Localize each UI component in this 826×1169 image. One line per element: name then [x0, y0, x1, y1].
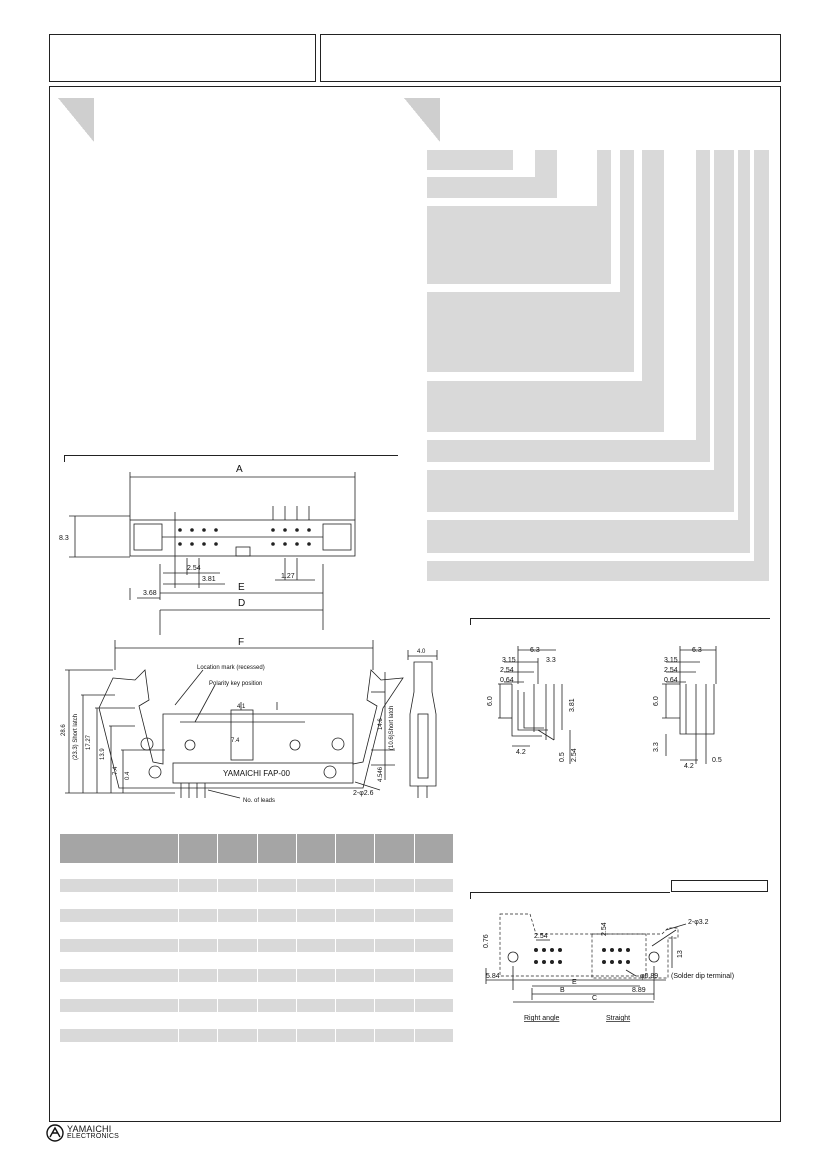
polarity-key-label: Polarity key position [209, 681, 262, 687]
pcb-8-89: 8.89 [632, 987, 646, 994]
dim-3-81: 3.81 [202, 576, 216, 583]
ra-6-0: 6.0 [487, 696, 494, 706]
dim-13-9: 13.9 [100, 748, 106, 760]
pcb-13: 13 [677, 950, 684, 958]
table-row [60, 969, 455, 983]
lead-drawing-right-angle: 6.3 3.15 3.3 2.54 0.64 6.0 3.81 4.2 0.5 … [487, 646, 578, 764]
connector-drawing: A E D F 8.3 2.54 3.81 1.27 3.68 Location… [59, 464, 438, 804]
brand-logo-mark [46, 1124, 64, 1142]
header-box-right [320, 34, 781, 82]
st-6-0: 6.0 [653, 696, 660, 706]
brand-name: YAMAICHI [67, 1124, 112, 1134]
dim-8-3: 8.3 [59, 535, 69, 542]
ra-4-2: 4.2 [516, 749, 526, 756]
dim-7-4-inner: 7.4 [231, 738, 240, 744]
dim-f-label: F [238, 637, 244, 648]
holes-label: 2-φ2.6 [353, 790, 374, 797]
ra-0-5: 0.5 [559, 752, 566, 762]
table-row [60, 879, 455, 893]
table-row [60, 999, 455, 1013]
ra-6-3: 6.3 [530, 647, 540, 654]
dim-2-54: 2.54 [187, 565, 201, 572]
pcb-c: C [592, 995, 597, 1002]
brand-subname: ELECTRONICS [67, 1133, 119, 1140]
ra-3-81: 3.81 [569, 698, 576, 712]
pcb-2-54-h: 2.54 [534, 933, 548, 940]
pcb-5-84: 5.84 [486, 973, 500, 980]
ra-0-64: 0.64 [500, 677, 514, 684]
table-row [60, 1029, 455, 1043]
dim-10-6: (10.6)Short latch [389, 706, 395, 750]
table-row [60, 909, 455, 923]
ra-3-15: 3.15 [502, 657, 516, 664]
st-0-5: 0.5 [712, 757, 722, 764]
part-label: YAMAICHI FAP-00 [223, 769, 291, 778]
section-rule-lead [470, 618, 770, 625]
pcb-solder-note: (Solder dip terminal) [671, 973, 734, 980]
st-3-3: 3.3 [653, 742, 660, 752]
st-2-54: 2.54 [664, 667, 678, 674]
dim-28-6: 28.6 [61, 724, 67, 736]
pcb-e: E [572, 979, 577, 986]
dim-0-4: 0.4 [125, 771, 131, 780]
section-rule-dimensions [64, 455, 398, 462]
location-mark-label: Location mark (recessed) [197, 665, 265, 671]
pcb-straight: Straight [606, 1015, 630, 1022]
dim-7-4: 7.4 [113, 766, 119, 775]
pcb-right-angle: Right angle [524, 1015, 560, 1022]
header-box-left [49, 34, 316, 82]
dim-3-68: 3.68 [143, 590, 157, 597]
lead-drawing-straight: 6.3 3.15 2.54 0.64 6.0 3.3 4.2 0.5 [653, 646, 722, 770]
dim-14-6: 14.6 [378, 718, 384, 730]
st-0-64: 0.64 [664, 677, 678, 684]
dim-d-label: D [238, 598, 245, 609]
no-of-leads-label: No. of leads [243, 798, 275, 804]
dim-17-27: 17.27 [86, 734, 92, 750]
section-marker-right [404, 98, 440, 142]
ra-3-3: 3.3 [546, 657, 556, 664]
dim-1-27: 1.27 [281, 573, 295, 580]
brand-logo: YAMAICHI ELECTRONICS [46, 1124, 119, 1142]
pcb-0-76: 0.76 [483, 934, 490, 948]
dim-4-0: 4.0 [417, 649, 426, 655]
pcb-layout-drawing: 2-φ3.2 0.76 2.54 2.54 13 φ0.89 (Solder d… [483, 913, 734, 1022]
pcb-tag-box [671, 880, 768, 892]
st-3-15: 3.15 [664, 657, 678, 664]
dim-e-label: E [238, 582, 245, 593]
pcb-holes: 2-φ3.2 [688, 919, 709, 926]
dim-4-546: 4.546 [378, 766, 384, 782]
pcb-0-89: φ0.89 [640, 973, 658, 980]
dim-4-1: 4.1 [237, 704, 246, 710]
pcb-2-54-v: 2.54 [601, 922, 608, 936]
dim-a-label: A [236, 464, 243, 475]
st-6-3: 6.3 [692, 647, 702, 654]
table-header-row [60, 834, 455, 863]
ra-2-54: 2.54 [500, 667, 514, 674]
dimension-table [60, 834, 455, 1043]
pcb-b: B [560, 987, 565, 994]
section-rule-pcb [470, 892, 670, 899]
ra-2-54-v: 2.54 [571, 748, 578, 762]
st-4-2: 4.2 [684, 763, 694, 770]
section-marker-left [58, 98, 94, 142]
table-row [60, 939, 455, 953]
dim-23-3: (23.3) Short latch [73, 714, 79, 760]
